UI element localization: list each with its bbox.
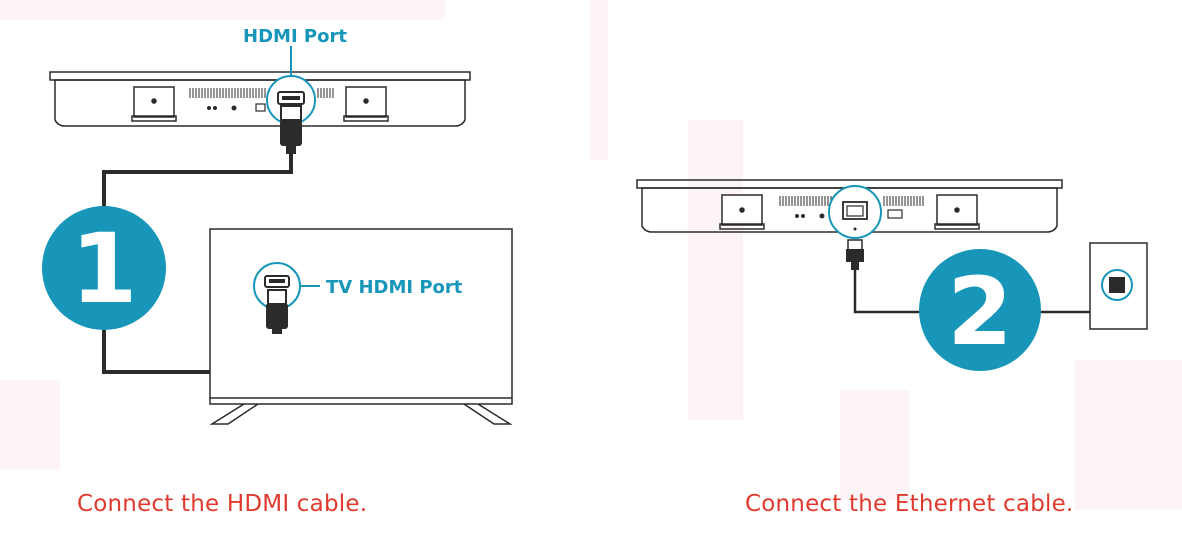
soundbar-left-ports	[207, 103, 266, 112]
step-1-caption: Connect the HDMI cable.	[77, 491, 368, 517]
hdmi-port-callout	[266, 46, 316, 125]
hdmi-plug-top	[280, 105, 302, 154]
soundbar-right-ports	[795, 209, 903, 219]
tv-hdmi-port-label: TV HDMI Port	[326, 277, 463, 298]
background-watermark	[0, 0, 1182, 510]
soundbar-left	[49, 71, 471, 127]
soundbar-right-vents	[779, 196, 924, 206]
hdmi-port-label: HDMI Port	[243, 26, 347, 47]
ethernet-port-callout	[828, 185, 882, 239]
ethernet-plug	[846, 239, 864, 270]
wall-outlet	[1089, 242, 1148, 330]
tv-hdmi-port-callout	[253, 262, 320, 310]
step-2-badge	[919, 249, 1041, 371]
tv	[209, 228, 513, 425]
soundbar-left-vents	[189, 88, 334, 98]
hdmi-plug-tv	[266, 289, 288, 334]
step-1-badge	[42, 206, 166, 330]
soundbar-right	[636, 179, 1063, 233]
step-2-number: 2	[947, 258, 1012, 367]
step-1-number: 1	[71, 213, 138, 325]
step-2-caption: Connect the Ethernet cable.	[745, 491, 1074, 517]
